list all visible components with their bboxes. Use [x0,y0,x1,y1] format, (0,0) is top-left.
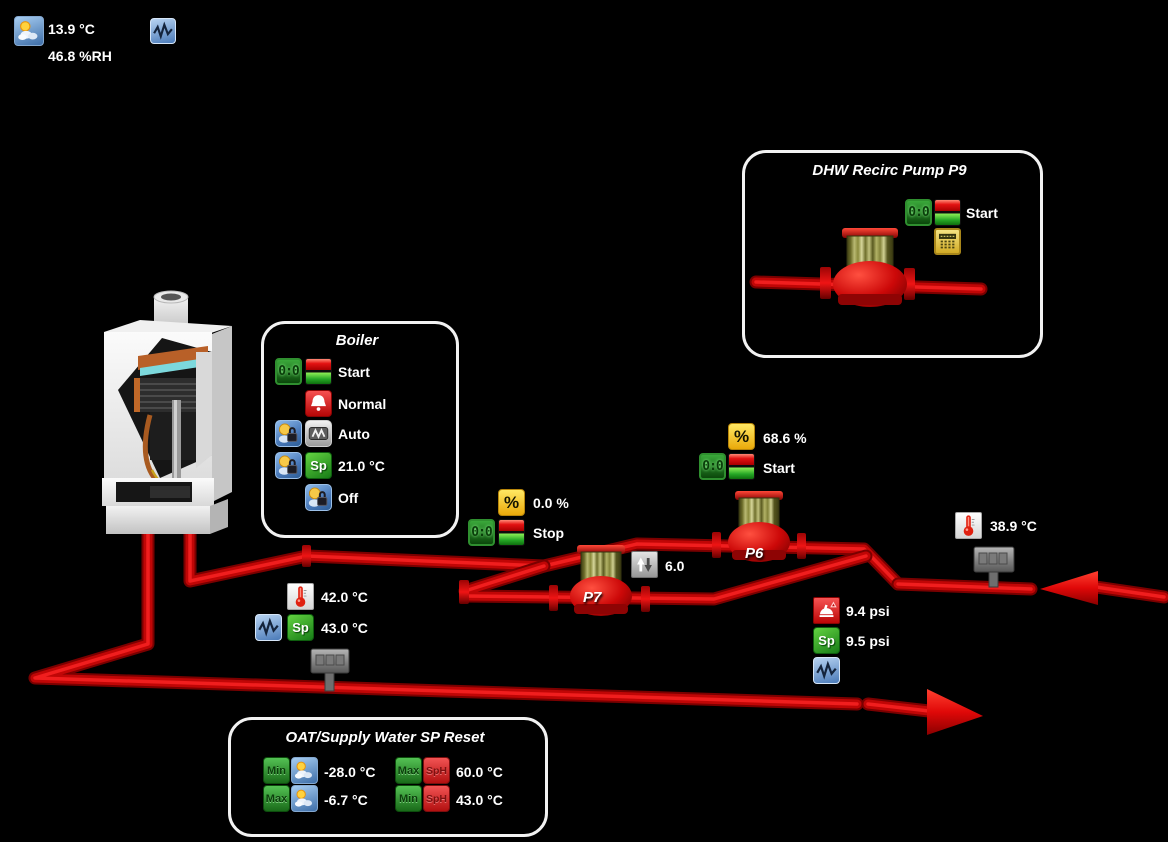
max-icon: Max [263,785,290,812]
start-stop-indicator [934,199,961,226]
boiler-override-status: Off [338,490,359,506]
oat-min-value: -28.0 °C [324,764,376,780]
thermometer-icon [955,512,982,539]
pipe-flanges [302,267,915,612]
outdoor-humidity-value: 46.8 %RH [48,48,112,64]
schedule-clock-icon[interactable]: 0:0 [468,519,495,546]
p7-speed-value: 0.0 % [533,495,569,511]
schedule-clock-icon[interactable]: 0:0 [699,453,726,480]
pressure-setpoint-value: 9.5 psi [846,633,890,649]
boiler-setpoint-value: 21.0 °C [338,458,385,474]
setpoint-icon[interactable]: Sp [305,452,332,479]
setpoint-high-icon: SpH [423,757,450,784]
min-icon: Min [263,757,290,784]
schedule-clock-icon[interactable]: 0:0 [905,199,932,226]
setpoint-high-icon: SpH [423,785,450,812]
oat-max-value: -6.7 °C [324,792,368,808]
boiler-schedule-status: Start [338,364,370,380]
alarm-bell-icon[interactable] [305,390,332,417]
supply-setpoint-value: 43.0 °C [321,620,368,636]
auto-mode-icon[interactable] [305,420,332,447]
p6-speed-value: 68.6 % [763,430,807,446]
boiler-panel [261,321,459,538]
dhw-panel-title: DHW Recirc Pump P9 [812,162,967,179]
pump-p6[interactable] [728,491,790,562]
pump-p7-branch-pipe [458,549,873,606]
return-temp-sensor-box [973,546,1015,588]
weather-icon [291,757,318,784]
return-flow-arrow [1040,571,1098,605]
start-stop-indicator [728,453,755,480]
sp-high-max-value: 60.0 °C [456,764,503,780]
trend-icon[interactable] [255,614,282,641]
dhw-pump-panel [742,150,1043,358]
weather-icon [14,16,44,46]
supply-flow-arrow [861,689,983,735]
p7-status: Stop [533,525,565,541]
valve-position-value: 6.0 [665,558,685,574]
updown-arrows-icon[interactable] [631,551,658,578]
return-temp-value: 38.9 °C [990,518,1037,534]
outdoor-temp-value: 13.9 °C [48,21,95,37]
boiler-return-pipe [183,519,551,588]
return-main-pipe [891,577,1168,604]
start-stop-indicator [305,358,332,385]
max-icon: Max [395,757,422,784]
thermometer-icon [287,583,314,610]
reset-panel-title: OAT/Supply Water SP Reset [285,729,485,746]
boiler-graphic[interactable] [102,290,232,534]
weather-icon [291,785,318,812]
pump-p7[interactable] [570,545,632,616]
pressure-value: 9.4 psi [846,603,890,619]
setpoint-icon[interactable]: Sp [813,627,840,654]
setpoint-icon[interactable]: Sp [287,614,314,641]
boiler-mode: Auto [338,426,370,442]
percent-speed-icon: % [498,489,525,516]
p6-status: Start [763,460,795,476]
supply-temp-value: 42.0 °C [321,589,368,605]
calendar-schedule-icon[interactable] [934,228,961,255]
min-icon: Min [395,785,422,812]
boiler-supply-pipe [28,517,864,711]
trend-icon[interactable] [813,657,840,684]
supply-temp-sensor-box [310,648,350,692]
reset-panel [228,717,548,837]
override-lock-icon[interactable] [275,420,302,447]
pump-p9[interactable] [833,228,907,307]
percent-speed-icon: % [728,423,755,450]
sp-high-min-value: 43.0 °C [456,792,503,808]
trend-icon[interactable] [150,18,176,44]
schedule-clock-icon[interactable]: 0:0 [275,358,302,385]
boiler-panel-title: Boiler [335,332,379,349]
override-lock-icon[interactable] [305,484,332,511]
dhw-pump-status: Start [966,205,998,221]
p7-label: P7 [583,589,602,606]
override-lock-icon[interactable] [275,452,302,479]
pressure-gauge-icon [813,597,840,624]
boiler-alarm-status: Normal [338,396,387,412]
start-stop-indicator [498,519,525,546]
p6-label: P6 [745,545,764,562]
